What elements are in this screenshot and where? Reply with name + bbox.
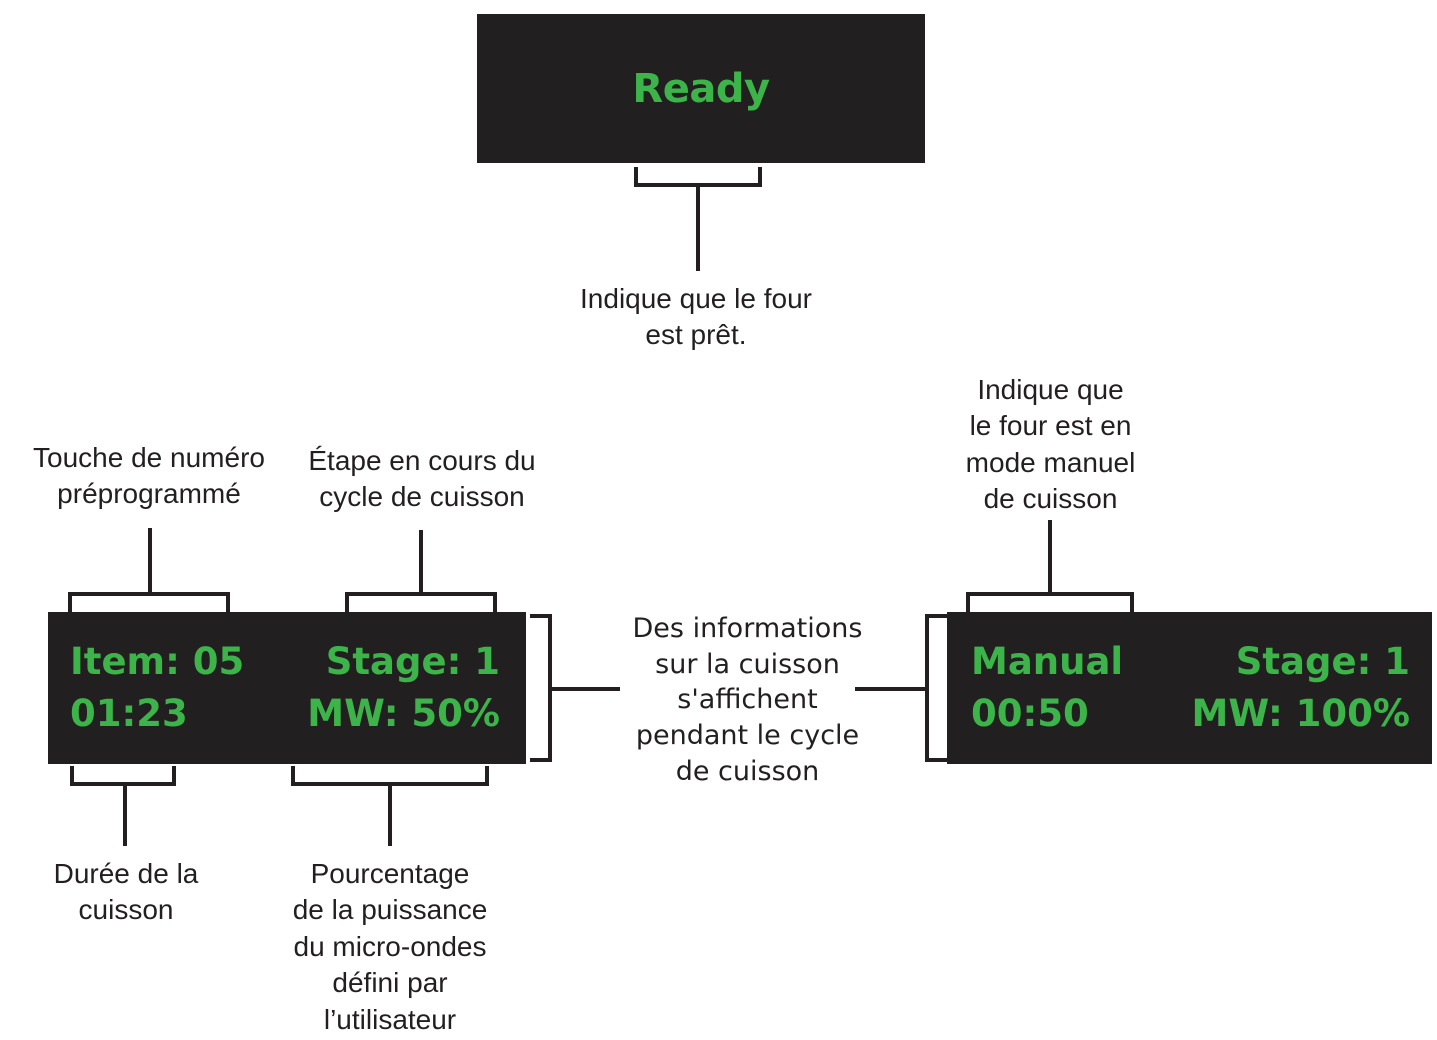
display-panel-preprogrammed: Item: 05 Stage: 1 01:23 MW: 50% — [48, 612, 526, 764]
caption-power-percent: Pourcentage de la puissance du micro-ond… — [292, 858, 488, 1035]
caption-item-number: Touche de numéro préprogrammé — [33, 442, 265, 510]
cooking-time-value-right: 00:50 — [971, 692, 1089, 735]
display-panel-ready: Ready — [477, 14, 925, 163]
stem-cooking-info-left — [550, 687, 620, 691]
caption-cooking-time: Durée de la cuisson — [53, 858, 199, 926]
bracket-cooking-info-right — [925, 614, 947, 762]
caption-manual-mode: Indique que le four est en mode manuel d… — [965, 374, 1136, 515]
stem-cooking-info-right — [855, 687, 927, 691]
stem-stage — [419, 530, 423, 594]
stem-power-percent — [388, 784, 392, 846]
caption-ready: Indique que le four est prêt. — [580, 283, 812, 351]
caption-cooking-info: Des informations sur la cuisson s'affich… — [632, 613, 863, 787]
ready-status-text: Ready — [632, 65, 770, 112]
bracket-item-number — [68, 592, 230, 614]
bracket-stage — [345, 592, 497, 614]
cooking-time-value-left: 01:23 — [70, 692, 188, 735]
bracket-ready — [634, 167, 762, 187]
stem-item-number — [148, 528, 152, 594]
power-percent-value-right: MW: 100% — [1191, 692, 1410, 735]
stage-value-left: Stage: 1 — [325, 640, 500, 684]
stem-manual-mode — [1048, 520, 1052, 594]
display-panel-manual: Manual Stage: 1 00:50 MW: 100% — [947, 612, 1432, 764]
bracket-power-percent — [291, 766, 489, 786]
stem-cooking-time — [123, 784, 127, 846]
bracket-manual-mode — [966, 592, 1134, 614]
manual-mode-value: Manual — [971, 640, 1124, 684]
stem-ready — [696, 185, 700, 271]
stage-value-right: Stage: 1 — [1235, 640, 1410, 684]
bracket-cooking-time — [70, 766, 176, 786]
power-percent-value-left: MW: 50% — [307, 692, 500, 735]
caption-stage: Étape en cours du cycle de cuisson — [308, 445, 536, 513]
item-number-value: Item: 05 — [70, 640, 245, 684]
bracket-cooking-info-left — [530, 614, 552, 762]
